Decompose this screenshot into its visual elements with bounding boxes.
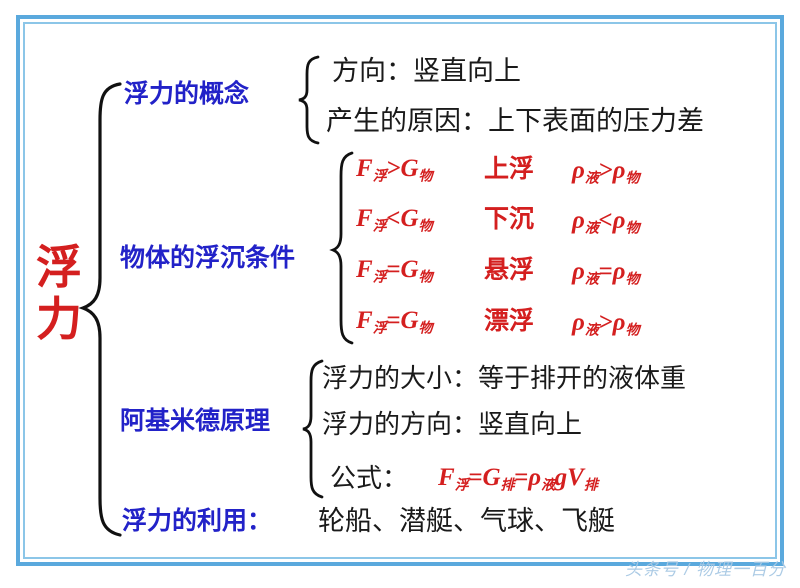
formula-force-left-sub: 浮 (372, 169, 387, 185)
formula-force-left-sub: 浮 (372, 321, 387, 337)
formula-force-right-sub: 物 (418, 169, 433, 185)
formula-force-right-sub: 物 (418, 270, 433, 286)
formula-density-relation: > (598, 309, 613, 336)
formula-force-right: G (400, 155, 419, 182)
float-sink-row-3-force: F浮=G物 (356, 257, 432, 285)
formula-equals-1: = (468, 464, 483, 491)
concept-item-cause: 产生的原因：上下表面的压力差 (326, 106, 704, 136)
formula-force-right: G (400, 256, 419, 283)
root-brace (78, 80, 126, 540)
formula-density-right: ρ (612, 309, 626, 336)
formula-density-relation: = (598, 258, 613, 285)
formula-density-left: ρ (572, 309, 585, 336)
formula-displaced-volume: V (567, 464, 584, 491)
archimedes-item-direction: 浮力的方向：竖直向上 (322, 410, 583, 439)
formula-force-right-sub: 物 (418, 219, 433, 235)
concept-brace (296, 54, 322, 146)
watermark: 头条号 / 物理一百分 (624, 560, 786, 579)
formula-force-right: G (400, 205, 419, 232)
formula-density-left-sub: 液 (584, 323, 599, 339)
formula-density-relation: > (598, 157, 613, 184)
formula-density-left-sub: 液 (584, 171, 599, 187)
archimedes-formula-label: 公式： (330, 464, 409, 493)
formula-liquid-density: ρ (528, 464, 542, 491)
page-title: 浮力 (36, 242, 82, 345)
formula-displaced-weight-sub: 排 (500, 478, 515, 494)
float-sink-row-4-density: ρ液>ρ物 (572, 309, 640, 339)
formula-density-right-sub: 物 (625, 171, 640, 187)
float-sink-row-3-state: 悬浮 (484, 257, 535, 284)
formula-equals-2: = (514, 464, 529, 491)
formula-force-left: F (356, 307, 373, 334)
formula-density-left: ρ (572, 157, 585, 184)
formula-gravity: g (554, 464, 568, 491)
float-sink-row-4-state: 漂浮 (484, 308, 535, 335)
branch-label-applications: 浮力的利用： (122, 507, 273, 535)
formula-force-right-sub: 物 (418, 321, 433, 337)
formula-density-left-sub: 液 (584, 272, 599, 288)
formula-density-right-sub: 物 (625, 221, 640, 237)
applications-content: 轮船、潜艇、气球、飞艇 (318, 506, 615, 536)
archimedes-brace (300, 358, 326, 500)
formula-relation: = (386, 307, 401, 334)
float-sink-row-1-density: ρ液>ρ物 (572, 157, 640, 187)
branch-label-concept: 浮力的概念 (124, 80, 250, 108)
float-sink-row-3-density: ρ液=ρ物 (572, 258, 640, 288)
formula-density-left: ρ (572, 258, 585, 285)
formula-density-right-sub: 物 (625, 323, 640, 339)
formula-force-left: F (356, 256, 373, 283)
formula-buoyant-force-sub: 浮 (454, 478, 469, 494)
formula-force-left: F (356, 155, 373, 182)
formula-density-right: ρ (612, 157, 626, 184)
float-sink-row-2-force: F浮<G物 (356, 206, 432, 234)
archimedes-item-magnitude: 浮力的大小：等于排开的液体重 (322, 364, 687, 393)
branch-label-float-sink: 物体的浮沉条件 (120, 244, 296, 272)
float-sink-row-4-force: F浮=G物 (356, 308, 432, 336)
formula-density-right: ρ (612, 207, 626, 234)
formula-force-left-sub: 浮 (372, 219, 387, 235)
branch-label-archimedes: 阿基米德原理 (120, 407, 271, 435)
formula-force-left-sub: 浮 (372, 270, 387, 286)
float-sink-brace (329, 150, 356, 346)
concept-item-direction: 方向：竖直向上 (332, 56, 521, 86)
formula-relation: < (386, 205, 401, 232)
float-sink-row-1-force: F浮>G物 (356, 156, 432, 184)
formula-density-relation: < (598, 207, 613, 234)
formula-force-right: G (400, 307, 419, 334)
formula-density-left: ρ (572, 207, 585, 234)
formula-density-right-sub: 物 (625, 272, 640, 288)
archimedes-formula: F浮=G排=ρ液gV排 (438, 464, 598, 494)
formula-liquid-density-sub: 液 (541, 478, 555, 494)
float-sink-row-2-density: ρ液<ρ物 (572, 207, 640, 237)
formula-displaced-weight: G (482, 464, 501, 491)
formula-density-left-sub: 液 (584, 221, 599, 237)
float-sink-row-1-state: 上浮 (484, 156, 535, 183)
formula-density-right: ρ (612, 258, 626, 285)
formula-relation: = (386, 256, 401, 283)
formula-buoyant-force: F (438, 464, 455, 491)
formula-force-left: F (356, 205, 373, 232)
float-sink-row-2-state: 下沉 (484, 206, 535, 233)
formula-displaced-volume-sub: 排 (583, 478, 598, 494)
formula-relation: > (386, 155, 401, 182)
